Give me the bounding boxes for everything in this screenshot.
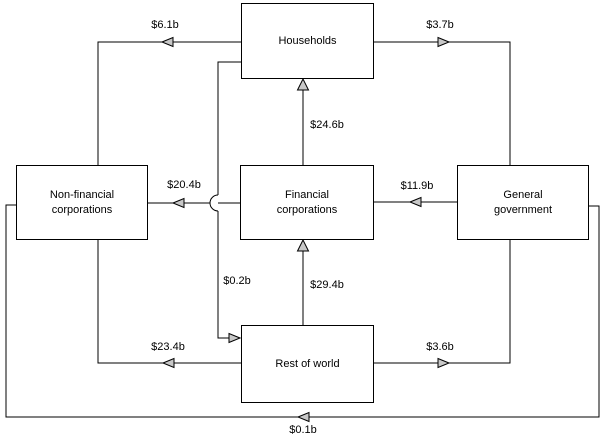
line-jump-arc <box>209 194 219 212</box>
arrowhead-general-government-to-financial <box>408 196 422 208</box>
flow-line-rest-of-world-to-general-government <box>373 239 511 364</box>
flow-label-households-to-general-government: $3.7b <box>425 19 455 31</box>
arrowhead-households-to-non-financial <box>160 36 174 48</box>
flow-label-financial-to-households: $24.6b <box>309 119 345 131</box>
flow-label-financial-to-non-financial: $20.4b <box>166 179 202 191</box>
node-financial-corporations-label: Financial corporations <box>276 189 338 216</box>
flow-label-rest-of-world-to-financial: $29.4b <box>309 279 345 291</box>
arrowhead-general-government-to-non-financial <box>296 411 310 423</box>
flow-label-rest-of-world-to-general-government: $3.6b <box>425 341 455 353</box>
arrowhead-rest-of-world-to-non-financial <box>161 357 175 369</box>
flow-label-rest-of-world-to-non-financial: $23.4b <box>150 341 186 353</box>
flow-line-rest-of-world-to-non-financial <box>97 239 241 364</box>
arrowhead-financial-to-non-financial <box>171 197 185 209</box>
node-rest-of-world-label: Rest of world <box>275 357 340 370</box>
flow-label-general-government-to-non-financial: $0.1b <box>288 424 318 436</box>
flow-label-households-to-non-financial: $6.1b <box>150 19 180 31</box>
arrowhead-rest-of-world-to-financial <box>296 238 310 252</box>
node-financial-corporations: Financial corporations <box>240 165 374 240</box>
node-non-financial-corporations-label: Non-financial corporations <box>49 189 115 216</box>
node-households: Households <box>241 3 374 79</box>
arrowhead-households-to-rest-of-world <box>228 332 242 344</box>
flow-line-households-to-rest-of-world-upper <box>217 61 241 195</box>
flow-label-households-to-rest-of-world: $0.2b <box>222 275 252 287</box>
arrowhead-financial-to-households <box>296 77 310 91</box>
node-rest-of-world: Rest of world <box>241 325 374 403</box>
node-non-financial-corporations: Non-financial corporations <box>16 165 148 240</box>
node-households-label: Households <box>278 34 337 47</box>
arrowhead-households-to-general-government <box>437 36 451 48</box>
flow-line-households-to-non-financial <box>97 41 241 165</box>
arrowhead-rest-of-world-to-general-government <box>437 357 451 369</box>
flow-label-general-government-to-financial: $11.9b <box>399 180 435 192</box>
node-general-government: General government <box>457 165 589 240</box>
node-general-government-label: General government <box>493 189 553 216</box>
flow-line-households-to-general-government <box>373 41 511 165</box>
